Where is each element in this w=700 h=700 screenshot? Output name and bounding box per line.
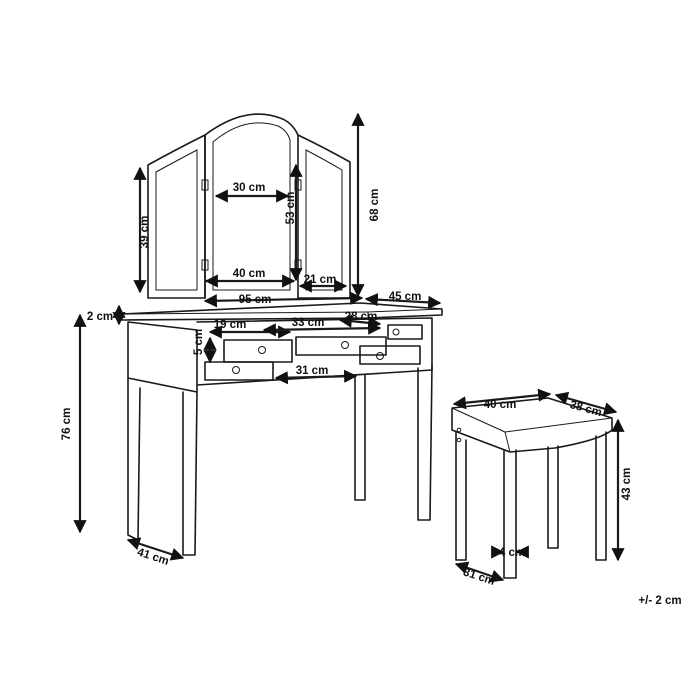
label-table-height: 76 cm [61,408,73,441]
drawer-left-bottom [204,361,274,381]
label-right-drawer-width: 28 cm [345,311,378,323]
dimension-labels: 39 cm 30 cm 53 cm 40 cm 21 cm 68 cm 95 c… [61,182,682,607]
dressing-table [121,302,443,556]
stool-leg-front-right [595,431,607,561]
stool [451,397,613,579]
label-stool-leg-depth: 31 cm [462,566,497,587]
stool-leg-front-left [503,449,517,579]
label-middle-drawer-width: 33 cm [292,317,325,329]
table-leg-front-left [182,391,198,556]
table-side-apron [127,321,198,393]
table-leg-front-right [417,364,433,521]
label-mirror-center-height: 53 cm [285,192,297,225]
label-mirror-side-width: 21 cm [304,274,337,286]
mirror-left-panel [147,134,206,299]
label-small-drawer-width: 19 cm [214,319,247,331]
drawer-right-bottom [359,345,421,365]
label-stool-width: 40 cm [484,399,517,411]
drawer-left-top [223,339,293,363]
drawer-right-top [387,324,423,340]
label-top-thickness: 2 cm [87,311,113,323]
label-mirror-bottom-width: 40 cm [233,268,266,280]
label-mirror-side-height: 39 cm [139,216,151,249]
label-stool-height: 43 cm [621,468,633,501]
label-stool-depth: 38 cm [568,399,603,419]
label-table-depth: 45 cm [389,291,422,303]
label-mirror-total-height: 68 cm [369,189,381,222]
table-leg-back-right [354,374,366,501]
tolerance-note: +/- 2 cm [638,595,681,607]
label-stool-leg: 4 cm [499,547,525,559]
stool-leg-back-right [547,445,559,549]
mirror-right-panel [297,134,351,299]
label-drawer-height: 5 cm [193,329,205,355]
mirror-center-panel [204,113,299,299]
table-top [121,302,443,321]
label-leg-depth: 41 cm [136,546,171,567]
stool-leg-back-left [455,431,467,561]
table-leg-back-left [127,377,141,541]
label-table-width: 95 cm [239,294,272,306]
label-mirror-center-width: 30 cm [233,182,266,194]
label-bottom-drawer-gap: 31 cm [296,365,329,377]
